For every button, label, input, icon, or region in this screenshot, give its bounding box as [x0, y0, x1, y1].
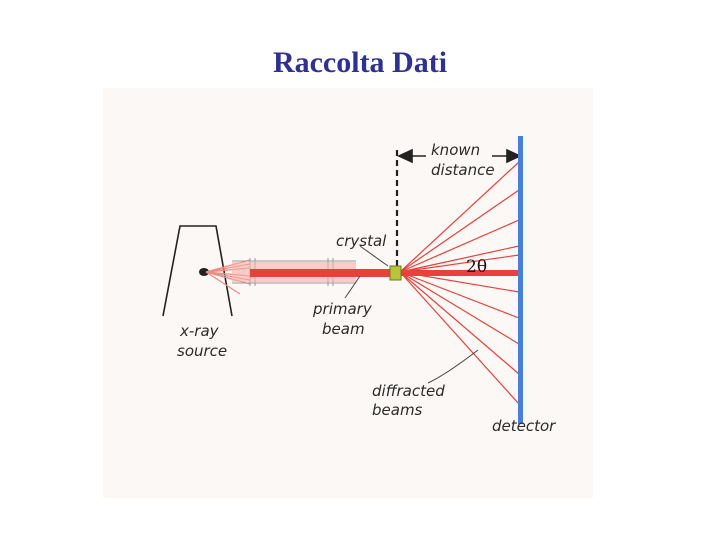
label-crystal: crystal: [336, 232, 387, 250]
label-pointers: [344, 245, 479, 384]
slide-title: Raccolta Dati: [272, 46, 448, 79]
label-two-theta: 2θ: [466, 257, 487, 277]
label-known: known: [431, 141, 480, 159]
primary-beam: [250, 269, 392, 277]
label-primary: primary: [312, 300, 373, 318]
transmitted-beam: [398, 270, 520, 276]
detector-plate: [518, 136, 523, 424]
crystal: [389, 265, 402, 281]
xray-source-tip: [199, 268, 209, 276]
label-detector: detector: [492, 417, 556, 435]
label-source: source: [177, 342, 227, 360]
label-beams: beams: [372, 401, 423, 419]
known-distance-arrow: [397, 148, 522, 164]
xray-source-housing: [162, 225, 233, 317]
label-xray: x-ray: [179, 322, 220, 340]
label-distance: distance: [431, 161, 495, 179]
diffracted-beams: [399, 161, 520, 405]
label-diffracted: diffracted: [372, 382, 445, 400]
label-beam: beam: [322, 320, 365, 338]
